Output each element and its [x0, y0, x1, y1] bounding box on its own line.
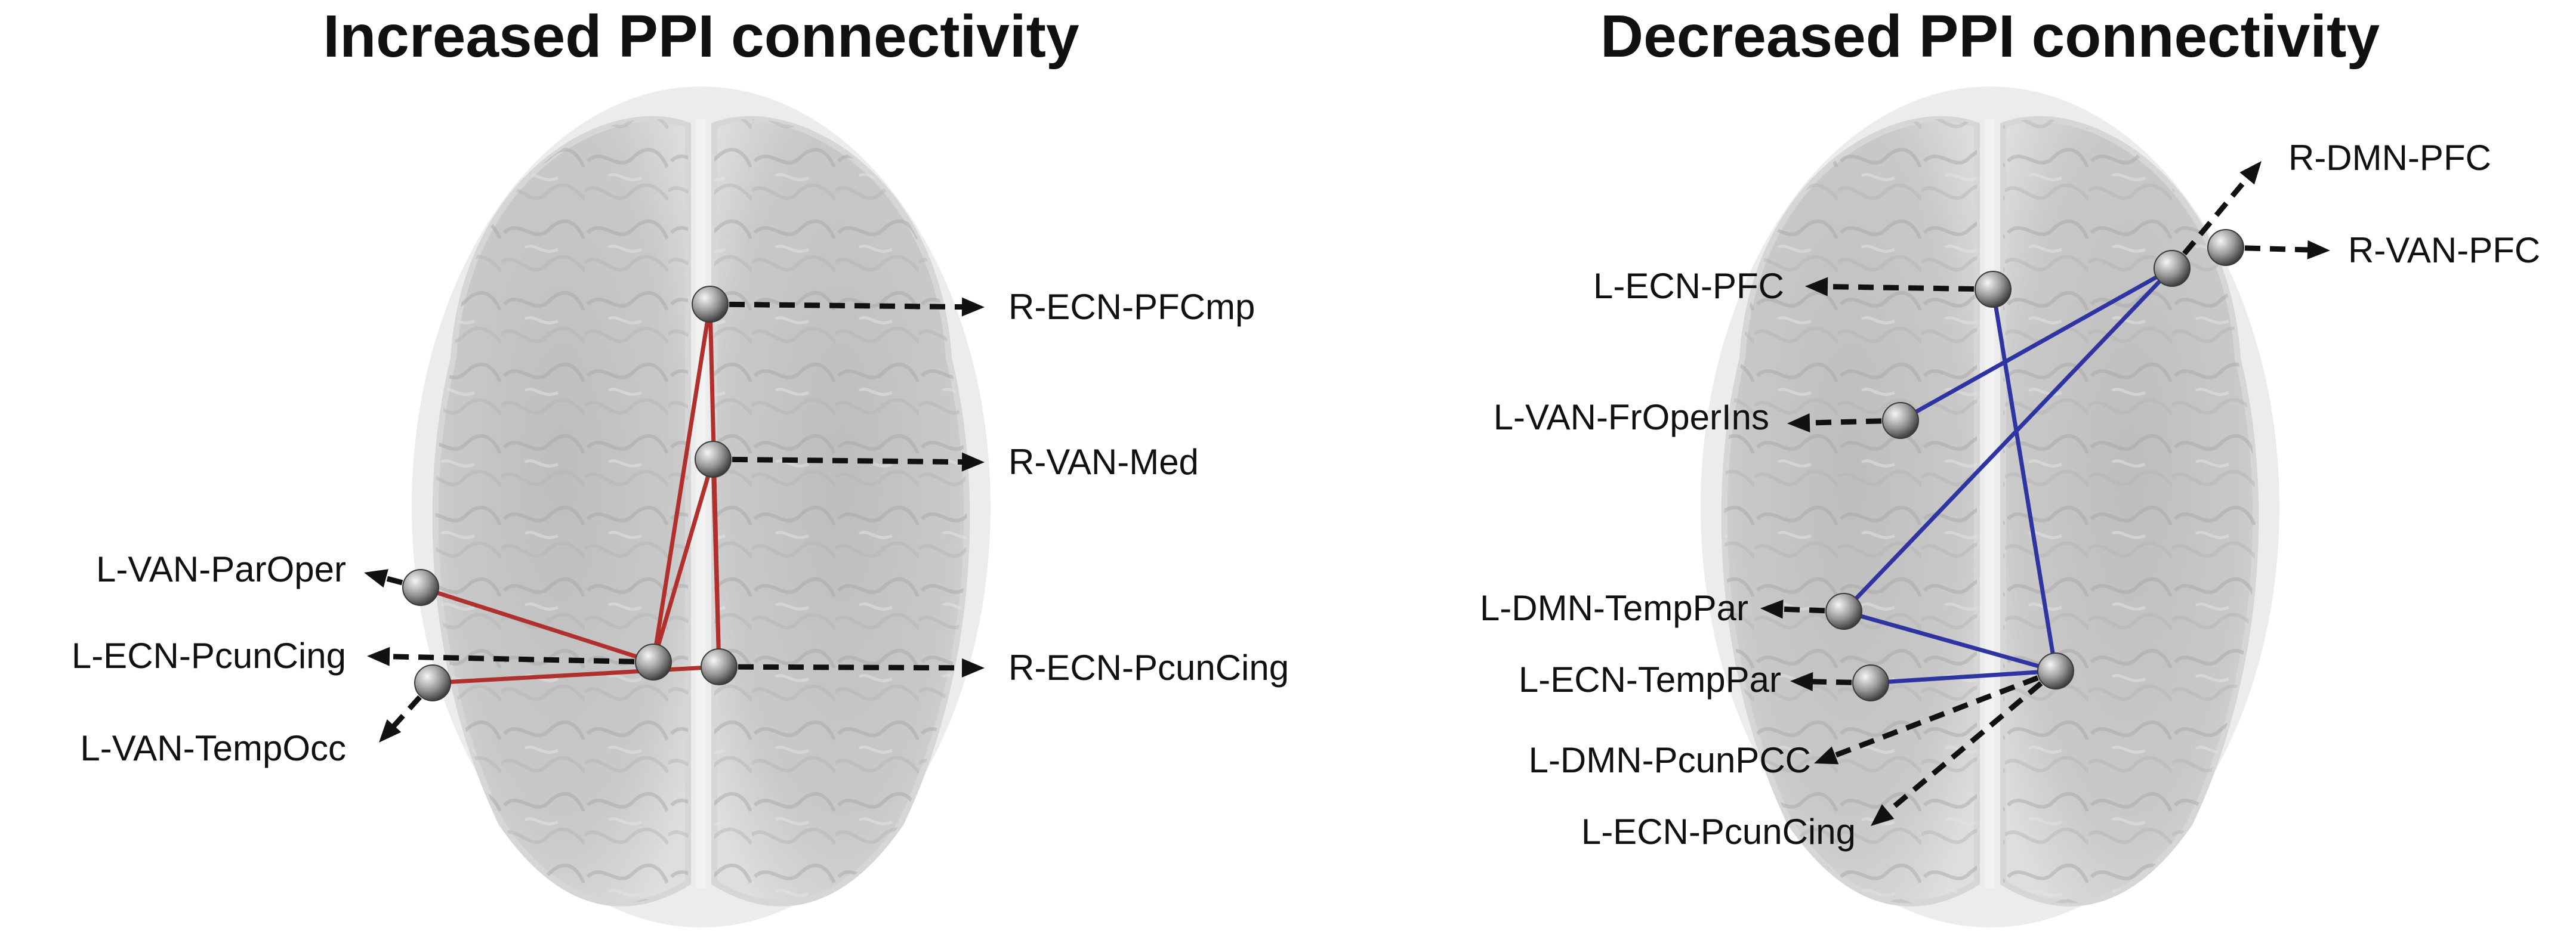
panel-title-decreased: Decreased PPI connectivity	[1600, 3, 2380, 70]
arrow-head-icon	[961, 297, 985, 317]
connection-edge	[1898, 266, 2174, 423]
arrow-head-icon	[1814, 746, 1839, 765]
dashed-arrow-line	[1883, 681, 2043, 817]
dashed-arrow-line	[2244, 245, 2313, 253]
dashed-arrow-line	[2182, 173, 2253, 256]
region-label: R-VAN-PFC	[2348, 230, 2540, 270]
dashed-arrow-line	[380, 574, 403, 586]
brain-illustration	[412, 86, 991, 927]
region-label: R-DMN-PFC	[2288, 138, 2491, 178]
arrow-head-icon	[961, 452, 985, 472]
connection-edge	[1841, 609, 2058, 673]
region-label: R-ECN-PFCmp	[1008, 287, 1255, 327]
arrow-head-icon	[379, 719, 402, 743]
region-node	[1882, 402, 1919, 439]
region-node	[2207, 229, 2244, 266]
region-node	[692, 286, 729, 323]
right-hemisphere-gyri	[2003, 119, 2256, 904]
connection-edge	[418, 585, 656, 664]
region-node	[635, 644, 672, 681]
panel-increased: Increased PPI connectivity R-ECN-PFCmp R…	[72, 3, 1289, 927]
dashed-arrow-line	[738, 664, 967, 671]
label-arrows-increased	[364, 297, 985, 743]
region-node	[1975, 271, 2012, 308]
right-hemisphere-gyri	[714, 119, 967, 904]
arrow-head-icon	[2307, 240, 2330, 259]
dashed-arrow-line	[729, 301, 967, 310]
region-label: L-ECN-PcunCing	[72, 636, 346, 676]
arrow-head-icon	[1787, 413, 1810, 432]
arrow-head-icon	[1805, 277, 1828, 296]
dashed-arrow-line	[1822, 283, 1975, 292]
connections-increased	[418, 302, 721, 685]
region-node	[1825, 593, 1862, 630]
region-label: L-ECN-TempPar	[1519, 660, 1781, 700]
region-label: L-VAN-ParOper	[96, 549, 346, 589]
dashed-arrow-line	[1804, 418, 1882, 426]
arrow-head-icon	[364, 569, 388, 588]
connection-edge	[1868, 669, 2058, 685]
left-hemisphere-gyri	[435, 119, 688, 904]
arrow-head-icon	[961, 658, 985, 678]
dashed-arrow-line	[388, 695, 422, 731]
arrow-head-icon	[1790, 672, 1813, 691]
arrow-head-icon	[1760, 599, 1784, 619]
dashed-arrow-line	[732, 456, 967, 465]
region-label: L-ECN-PFC	[1593, 266, 1784, 306]
region-label: R-ECN-PcunCing	[1008, 648, 1289, 688]
region-node	[1852, 664, 1889, 701]
connection-edge	[711, 457, 721, 669]
region-node	[2037, 652, 2074, 689]
region-label: L-DMN-PcunPCC	[1529, 740, 1811, 780]
region-node	[695, 441, 732, 478]
nodes-decreased	[1825, 229, 2244, 701]
dashed-arrow-line	[1807, 679, 1852, 685]
region-label: L-VAN-TempOcc	[80, 728, 346, 768]
nodes-increased	[402, 286, 738, 701]
region-node	[2154, 250, 2191, 287]
dashed-arrow-line	[1778, 606, 1825, 614]
connection-edge	[651, 457, 715, 664]
label-arrows-decreased	[1760, 161, 2330, 826]
region-node	[402, 569, 439, 606]
panel-decreased: Decreased PPI connectivity R-DMN-PFC R-V…	[1480, 3, 2540, 927]
left-hemisphere-gyri	[1724, 119, 1977, 904]
region-label: L-DMN-TempPar	[1480, 588, 1748, 628]
region-label: R-VAN-Med	[1008, 442, 1199, 482]
connection-edge	[1841, 266, 2174, 614]
brain-illustration	[1701, 86, 2279, 927]
arrow-head-icon	[367, 647, 390, 666]
panel-title-increased: Increased PPI connectivity	[323, 3, 1079, 70]
region-node	[701, 648, 738, 685]
region-label: L-ECN-PcunCing	[1581, 812, 1856, 852]
connection-edge	[430, 664, 721, 685]
connection-edge	[651, 302, 712, 664]
region-node	[414, 664, 451, 701]
labels-increased: R-ECN-PFCmp R-VAN-Med L-VAN-ParOper L-EC…	[72, 287, 1289, 768]
connection-edge	[1991, 287, 2058, 673]
labels-decreased: R-DMN-PFC R-VAN-PFC L-ECN-PFC L-VAN-FrOp…	[1480, 138, 2540, 852]
connections-decreased	[1841, 266, 2174, 685]
region-label: L-VAN-FrOperIns	[1494, 397, 1769, 437]
arrow-head-icon	[2239, 161, 2262, 185]
dashed-arrow-line	[384, 654, 635, 664]
arrow-head-icon	[1871, 804, 1895, 826]
dashed-arrow-line	[1830, 675, 2039, 760]
